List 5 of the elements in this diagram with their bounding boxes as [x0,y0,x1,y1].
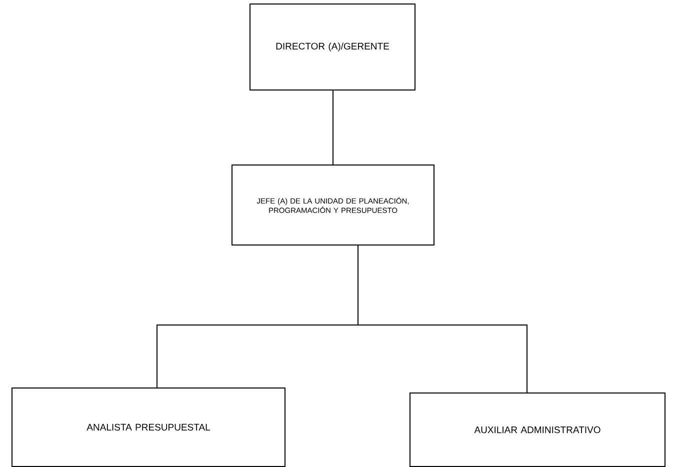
connector-line [332,90,334,166]
connector-line [358,244,528,394]
position-box: ANALISTA PRESUPUESTAL [12,387,286,467]
position-box: DIRECTOR (A)/GERENTE [250,4,416,90]
position-box: AUXILIAR ADMINISTRATIVO [410,392,666,467]
